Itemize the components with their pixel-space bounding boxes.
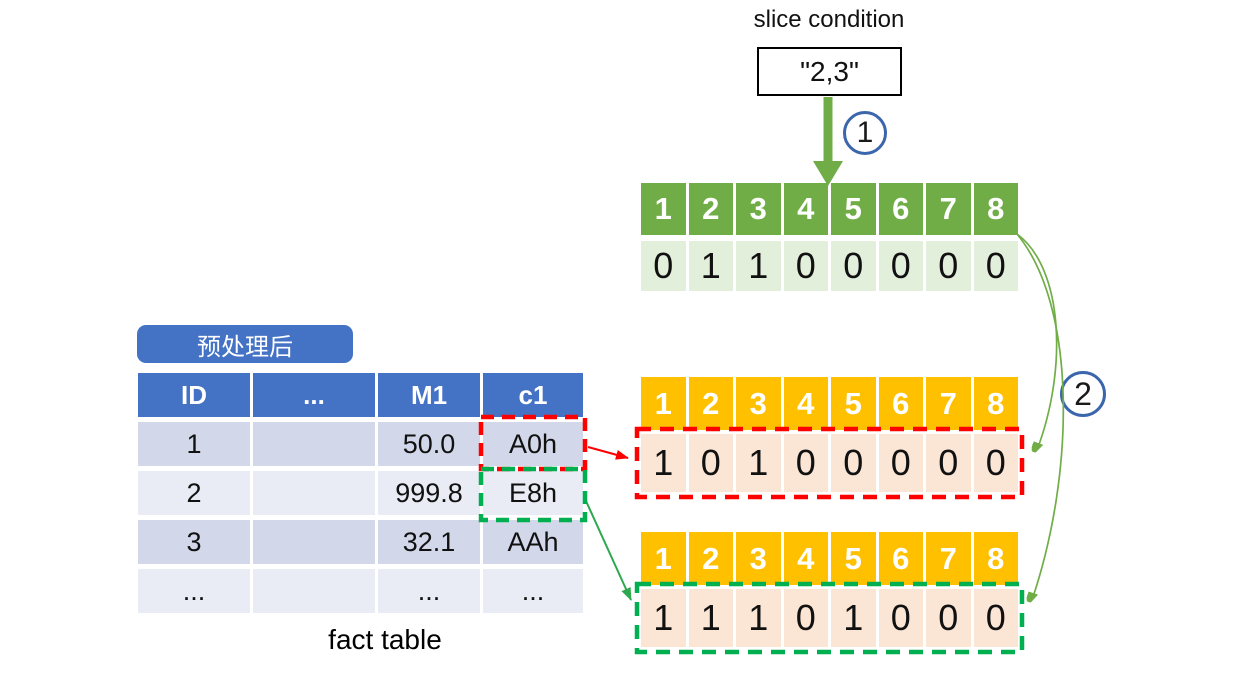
bitmap-e8h-value-cell: 0 bbox=[783, 589, 828, 647]
fact-table-cell: 3 bbox=[138, 520, 250, 564]
bitmap-a0h-header-cell: 7 bbox=[926, 377, 971, 430]
slice-condition-value-box: "2,3" bbox=[757, 47, 902, 96]
selection-bitmap-value-cell: 1 bbox=[688, 241, 733, 291]
preprocessed-tag: 预处理后 bbox=[137, 325, 353, 363]
selection-bitmap-header-cell: 5 bbox=[831, 183, 876, 235]
bitmap-a0h-value-cell: 1 bbox=[736, 434, 781, 492]
preprocessed-tag-label: 预处理后 bbox=[197, 333, 293, 361]
selection-bitmap-header-cell: 8 bbox=[973, 183, 1018, 235]
selection-bitmap-header-cell: 2 bbox=[688, 183, 733, 235]
a0h-decode-arrow bbox=[587, 446, 629, 460]
fact-table-cell bbox=[253, 569, 375, 613]
condition-arrow bbox=[813, 97, 843, 186]
slice-condition-value: "2,3" bbox=[800, 55, 859, 87]
bitmap-a0h-value-cell: 0 bbox=[926, 434, 971, 492]
fact-table-cell: 50.0 bbox=[378, 422, 480, 466]
fact-table-cell: E8h bbox=[483, 471, 583, 515]
bitmap-a0h-value-cell: 0 bbox=[688, 434, 733, 492]
fact-table-header-cell: ID bbox=[138, 373, 250, 417]
fact-table-cell: ... bbox=[483, 569, 583, 613]
selection-bitmap-value-cell: 1 bbox=[736, 241, 781, 291]
selection-bitmap-header-cell: 3 bbox=[736, 183, 781, 235]
bitmap-e8h-value-cell: 0 bbox=[973, 589, 1018, 647]
step-1-number: 1 bbox=[856, 116, 874, 149]
bitmap-e8h-value-cell: 1 bbox=[736, 589, 781, 647]
fact-table-header-cell: c1 bbox=[483, 373, 583, 417]
fact-table-cell: ... bbox=[138, 569, 250, 613]
bitmap-a0h-value-cell: 1 bbox=[641, 434, 686, 492]
fact-table-cell bbox=[253, 422, 375, 466]
bitmap-a0h-value-cell: 0 bbox=[783, 434, 828, 492]
fact-table-cell: 999.8 bbox=[378, 471, 480, 515]
selection-bitmap-value-cell: 0 bbox=[831, 241, 876, 291]
fact-table-cell: 2 bbox=[138, 471, 250, 515]
selection-bitmap-header-cell: 1 bbox=[641, 183, 686, 235]
selection-bitmap-header-cell: 4 bbox=[783, 183, 828, 235]
bitmap-e8h-header-cell: 1 bbox=[641, 532, 686, 585]
step-1-badge: 1 bbox=[843, 111, 887, 155]
bitmap-a0h-header-cell: 3 bbox=[736, 377, 781, 430]
bitmap-a0h-header-cell: 1 bbox=[641, 377, 686, 430]
fact-table-cell: 32.1 bbox=[378, 520, 480, 564]
e8h-decode-arrow bbox=[585, 500, 632, 601]
bitmap-a0h-value-cell: 0 bbox=[973, 434, 1018, 492]
selection-bitmap-value-cell: 0 bbox=[926, 241, 971, 291]
bitmap-e8h-header-cell: 7 bbox=[926, 532, 971, 585]
bitmap-e8h-header-cell: 6 bbox=[878, 532, 923, 585]
bitmap-e8h-value-cell: 1 bbox=[831, 589, 876, 647]
step-2-number: 2 bbox=[1074, 375, 1092, 412]
bitmap-e8h-header-cell: 4 bbox=[783, 532, 828, 585]
bitmap-a0h-header-cell: 4 bbox=[783, 377, 828, 430]
selection-bitmap-header-cell: 7 bbox=[926, 183, 971, 235]
bitmap-a0h-header-cell: 5 bbox=[831, 377, 876, 430]
bitmap-a0h-header-cell: 2 bbox=[688, 377, 733, 430]
fact-table-header-cell: ... bbox=[253, 373, 375, 417]
fact-table-cell: AAh bbox=[483, 520, 583, 564]
bitmap-e8h-header-cell: 8 bbox=[973, 532, 1018, 585]
bitmap-e8h-header-cell: 5 bbox=[831, 532, 876, 585]
fact-table-cell bbox=[253, 471, 375, 515]
bitmap-a0h-value-cell: 0 bbox=[831, 434, 876, 492]
fact-table-cell: 1 bbox=[138, 422, 250, 466]
selection-bitmap-value-cell: 0 bbox=[641, 241, 686, 291]
bitmap-e8h-value-cell: 0 bbox=[926, 589, 971, 647]
and-arrow-to-e8h-bitmap bbox=[1016, 233, 1065, 600]
bitmap-e8h-value-cell: 1 bbox=[641, 589, 686, 647]
selection-bitmap-value-cell: 0 bbox=[878, 241, 923, 291]
fact-table-cell: ... bbox=[378, 569, 480, 613]
fact-table-header-cell: M1 bbox=[378, 373, 480, 417]
bitmap-e8h-value-cell: 0 bbox=[878, 589, 923, 647]
bitmap-a0h-header-cell: 6 bbox=[878, 377, 923, 430]
fact-table-cell bbox=[253, 520, 375, 564]
bitmap-e8h-value-cell: 1 bbox=[688, 589, 733, 647]
fact-table-caption: fact table bbox=[328, 624, 442, 655]
slice-condition-label: slice condition bbox=[753, 6, 905, 33]
selection-bitmap-value-cell: 0 bbox=[783, 241, 828, 291]
and-arrow-to-a0h-bitmap bbox=[1016, 233, 1058, 450]
bitmap-e8h-header-cell: 2 bbox=[688, 532, 733, 585]
fact-table-cell: A0h bbox=[483, 422, 583, 466]
selection-bitmap-header-cell: 6 bbox=[878, 183, 923, 235]
bitmap-a0h-value-cell: 0 bbox=[878, 434, 923, 492]
bitmap-a0h-header-cell: 8 bbox=[973, 377, 1018, 430]
bitmap-e8h-header-cell: 3 bbox=[736, 532, 781, 585]
selection-bitmap-value-cell: 0 bbox=[973, 241, 1018, 291]
step-2-badge: 2 bbox=[1060, 371, 1106, 417]
